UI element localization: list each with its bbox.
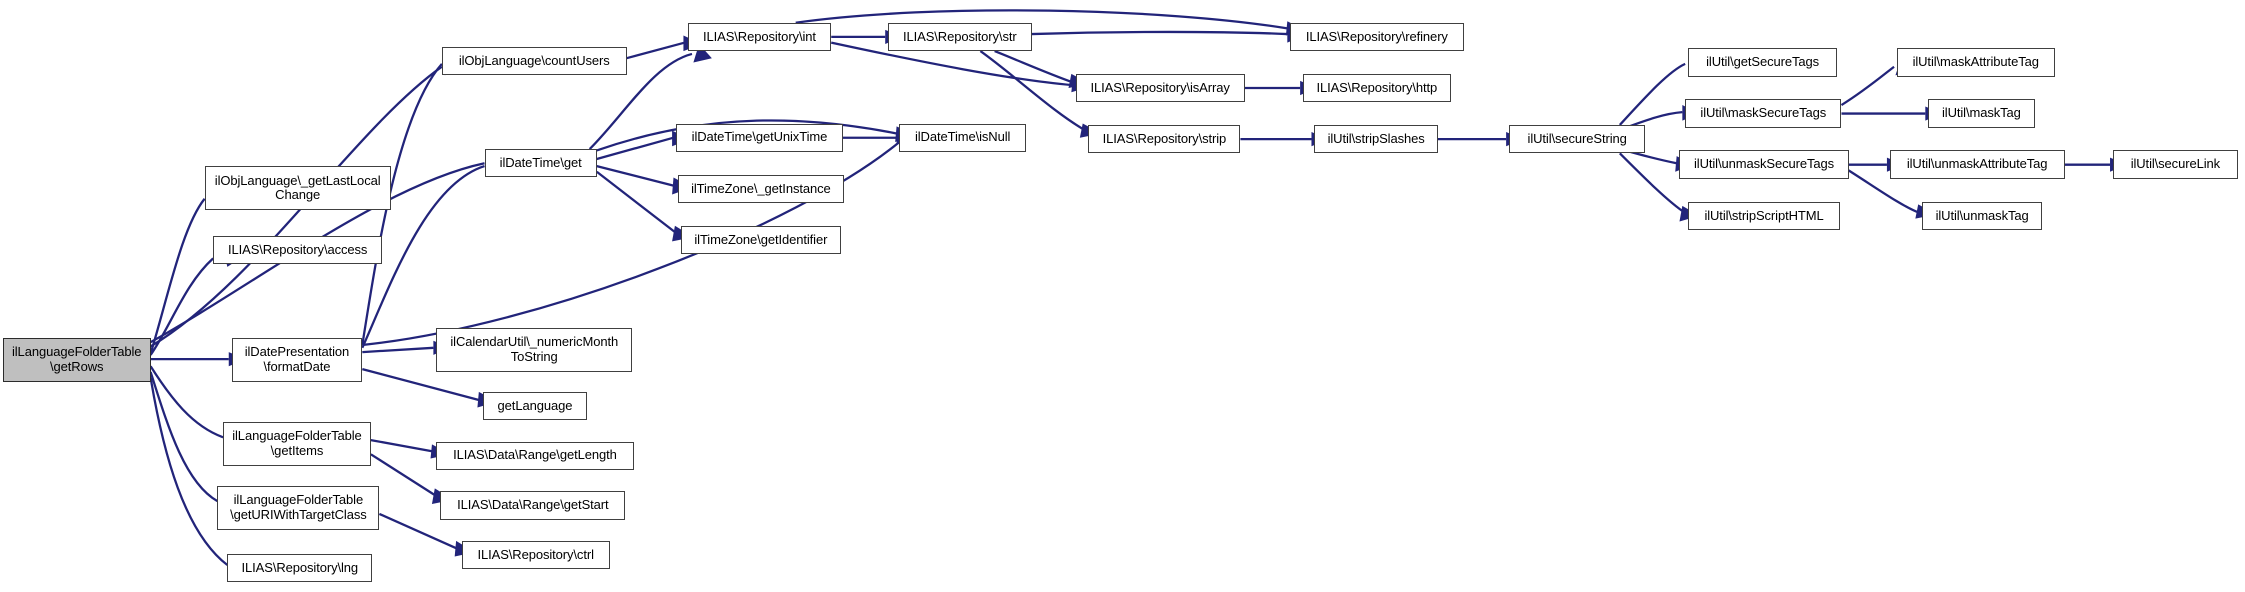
call-edge [362, 368, 481, 402]
call-edge [149, 198, 206, 354]
call-edge [370, 438, 434, 453]
graph-node[interactable]: ilDateTime\getUnixTime [676, 123, 843, 152]
call-edge [979, 50, 1087, 132]
graph-node-label: ilDateTime\get [499, 155, 582, 170]
graph-node-label: ILIAS\Repository\refinery [1305, 28, 1448, 44]
call-edge [149, 257, 214, 356]
graph-node[interactable]: ilLanguageFolderTable \getURIWithTargetC… [217, 485, 380, 530]
call-edge [1847, 169, 1921, 215]
graph-node[interactable]: ilObjLanguage\countUsers [441, 46, 627, 76]
graph-node[interactable]: ilUtil\secureString [1508, 124, 1646, 154]
graph-node-label: ILIAS\Repository\str [902, 28, 1017, 44]
graph-node-label: ilUtil\unmaskSecureTags [1694, 156, 1835, 172]
call-edge [1618, 62, 1686, 126]
graph-node-label: ilUtil\secureLink [2130, 156, 2221, 172]
graph-node[interactable]: ILIAS\Repository\refinery [1290, 22, 1464, 52]
graph-node-label: ilUtil\unmaskTag [1935, 207, 2029, 223]
graph-node-label: ilLanguageFolderTable \getItems [232, 428, 362, 458]
graph-node-label: ilUtil\stripScriptHTML [1704, 207, 1824, 223]
call-edge [1840, 65, 1895, 107]
graph-node[interactable]: ilTimeZone\getIdentifier [680, 225, 842, 255]
call-edge [149, 371, 218, 503]
call-edge [149, 377, 229, 566]
graph-node-label: ilTimeZone\_getInstance [691, 180, 831, 196]
graph-node[interactable]: ILIAS\Repository\http [1302, 73, 1451, 103]
graph-node-label: ILIAS\Repository\ctrl [477, 546, 594, 562]
graph-node[interactable]: ilUtil\maskAttributeTag [1896, 48, 2055, 77]
graph-node-root[interactable]: ilLanguageFolderTable \getRows [2, 337, 151, 382]
graph-node-label: ilUtil\maskSecureTags [1700, 105, 1827, 121]
graph-node-label: ilUtil\maskTag [1942, 105, 2021, 121]
graph-node[interactable]: ilUtil\maskSecureTags [1685, 99, 1842, 128]
graph-node[interactable]: ILIAS\Repository\isArray [1075, 73, 1245, 103]
graph-node[interactable]: ilTimeZone\_getInstance [677, 174, 844, 203]
call-edge [1619, 152, 1686, 214]
graph-node[interactable]: ilUtil\unmaskSecureTags [1679, 150, 1849, 179]
call-edge [596, 170, 679, 236]
graph-node-label: ilUtil\secureString [1527, 130, 1627, 146]
graph-node-label: ilUtil\getSecureTags [1706, 54, 1820, 70]
graph-node-label: ilDatePresentation \formatDate [244, 344, 350, 374]
graph-node[interactable]: ILIAS\Repository\int [687, 22, 832, 52]
call-edge [588, 52, 693, 150]
graph-node[interactable]: ilUtil\stripScriptHTML [1688, 201, 1841, 230]
graph-node-label: ilUtil\unmaskAttributeTag [1906, 156, 2048, 172]
graph-node[interactable]: ilUtil\stripSlashes [1314, 124, 1438, 154]
call-edge [361, 63, 443, 346]
call-edge [596, 165, 676, 188]
graph-node-label: ilTimeZone\getIdentifier [694, 231, 828, 247]
graph-node-label: ILIAS\Data\Range\getLength [453, 447, 617, 463]
call-edge [362, 346, 434, 354]
graph-node-label: ILIAS\Repository\lng [241, 559, 359, 575]
call-edge [830, 41, 1073, 87]
call-edge [596, 136, 674, 161]
graph-node-label: ILIAS\Repository\strip [1102, 130, 1227, 146]
graph-node-label: ilUtil\maskAttributeTag [1912, 54, 2039, 70]
graph-node-label: ilObjLanguage\countUsers [458, 52, 610, 68]
graph-node[interactable]: ilLanguageFolderTable \getItems [223, 421, 371, 466]
graph-node-label: ilCalendarUtil\_numericMonth ToString [450, 334, 619, 364]
graph-node[interactable]: ilUtil\secureLink [2112, 150, 2238, 179]
call-edge [370, 453, 439, 498]
graph-node-label: ilDateTime\isNull [914, 129, 1011, 145]
graph-node[interactable]: ILIAS\Repository\access [213, 235, 383, 265]
call-edge [596, 119, 897, 152]
call-edge [1031, 30, 1288, 36]
graph-node[interactable]: ilUtil\getSecureTags [1688, 48, 1838, 77]
graph-node-label: ilLanguageFolderTable \getURIWithTargetC… [230, 492, 367, 522]
graph-node[interactable]: ilUtil\unmaskTag [1922, 201, 2042, 230]
graph-node[interactable]: ilCalendarUtil\_numericMonth ToString [436, 327, 633, 372]
graph-node-label: ILIAS\Repository\access [228, 241, 368, 257]
call-edge [626, 41, 686, 60]
graph-node[interactable]: ILIAS\Data\Range\getStart [440, 491, 626, 520]
graph-node-label: ilUtil\stripSlashes [1327, 130, 1425, 146]
graph-node-label: ILIAS\Repository\isArray [1090, 79, 1230, 95]
call-edge [378, 512, 460, 551]
graph-node[interactable]: ILIAS\Repository\lng [227, 553, 373, 583]
graph-node[interactable]: ILIAS\Repository\str [888, 22, 1032, 52]
graph-node-label: ILIAS\Data\Range\getStart [457, 497, 609, 513]
graph-node[interactable]: ILIAS\Data\Range\getLength [436, 441, 634, 470]
graph-node[interactable]: getLanguage [483, 391, 587, 421]
graph-node[interactable]: ilUtil\maskTag [1928, 99, 2035, 128]
graph-node[interactable]: ILIAS\Repository\ctrl [461, 540, 610, 570]
call-edge [994, 50, 1074, 84]
graph-node-label: getLanguage [497, 397, 573, 413]
call-edge [149, 365, 224, 439]
graph-node[interactable]: ilUtil\unmaskAttributeTag [1889, 150, 2065, 179]
graph-node-label: ilDateTime\getUnixTime [691, 129, 828, 145]
graph-node-label: ILIAS\Repository\int [703, 28, 816, 44]
graph-node[interactable]: ilDateTime\get [484, 149, 597, 178]
call-edge [795, 9, 1288, 30]
graph-node[interactable]: ILIAS\Repository\strip [1088, 124, 1241, 154]
graph-node[interactable]: ilDateTime\isNull [899, 123, 1026, 152]
graph-node-label: ilLanguageFolderTable \getRows [11, 344, 142, 374]
graph-node-label: ilObjLanguage\_getLastLocal Change [214, 172, 381, 203]
call-edge [361, 165, 485, 349]
graph-node[interactable]: ilDatePresentation \formatDate [231, 337, 363, 382]
graph-node[interactable]: ilObjLanguage\_getLastLocal Change [204, 166, 391, 211]
graph-node-label: ILIAS\Repository\http [1316, 79, 1438, 95]
